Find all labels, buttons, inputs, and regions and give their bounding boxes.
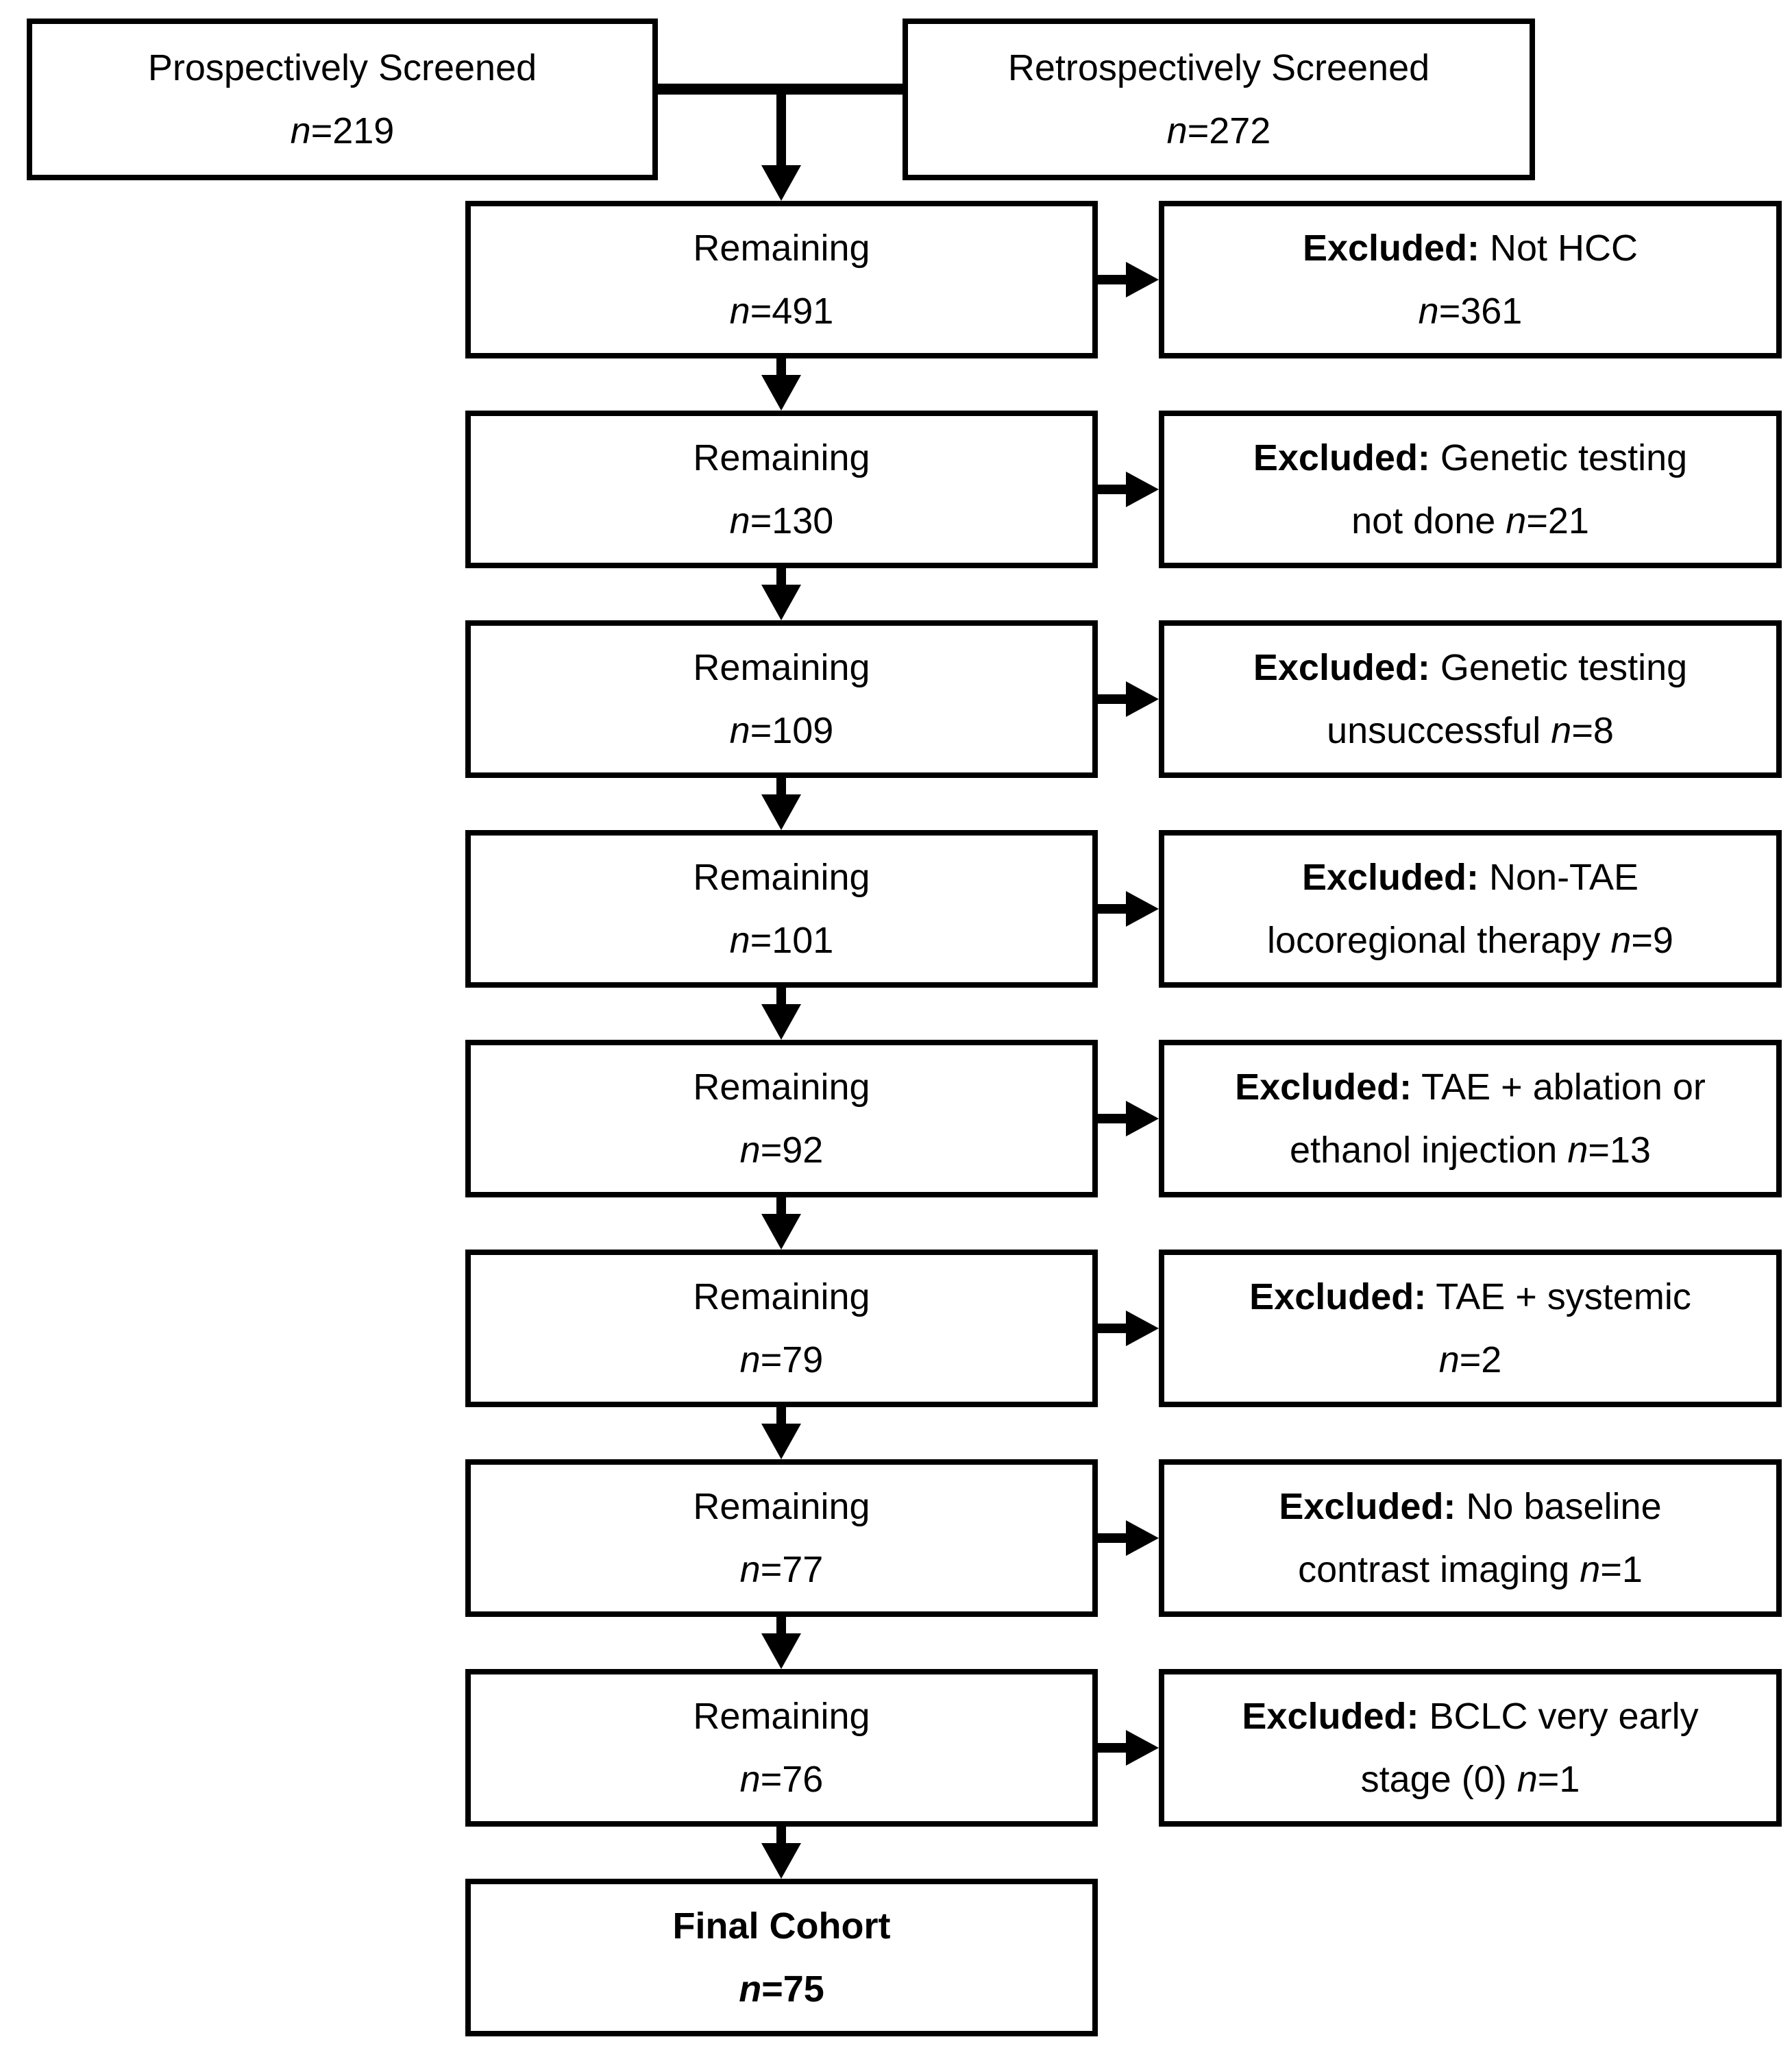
box-remaining-3: Remaining n=109 bbox=[465, 620, 1098, 778]
box-remaining-5: Remaining n=92 bbox=[465, 1040, 1098, 1197]
remaining-count: n=491 bbox=[729, 291, 834, 332]
remaining-count: n=130 bbox=[729, 500, 834, 541]
box-remaining-1: Remaining n=491 bbox=[465, 201, 1098, 358]
excluded-line1: Excluded: No baseline bbox=[1279, 1486, 1662, 1527]
exclude-arrow-right-icon bbox=[1098, 694, 1126, 704]
excluded-line1: Excluded: Genetic testing bbox=[1253, 647, 1688, 688]
box-remaining-2: Remaining n=130 bbox=[465, 411, 1098, 568]
box-prospectively-screened: Prospectively Screened n=219 bbox=[27, 19, 658, 180]
merge-down-arrow-icon bbox=[776, 89, 786, 165]
excluded-line1: Excluded: Non-TAE bbox=[1301, 857, 1639, 898]
remaining-label: Remaining bbox=[693, 857, 870, 898]
box-final-cohort: Final Cohort n=75 bbox=[465, 1879, 1098, 2036]
box-remaining-8: Remaining n=76 bbox=[465, 1669, 1098, 1827]
remaining-label: Remaining bbox=[693, 1486, 870, 1527]
remaining-count: n=76 bbox=[739, 1759, 824, 1800]
excluded-line2: n=361 bbox=[1418, 291, 1523, 332]
exclude-arrow-right-icon bbox=[1098, 485, 1126, 494]
remaining-label: Remaining bbox=[693, 437, 870, 478]
down-arrow-icon bbox=[776, 988, 786, 1004]
remaining-label: Remaining bbox=[693, 1067, 870, 1108]
excluded-line2: not done n=21 bbox=[1351, 500, 1589, 541]
excluded-line1: Excluded: TAE + systemic bbox=[1249, 1276, 1691, 1317]
box-label: Retrospectively Screened bbox=[1007, 47, 1430, 88]
exclude-arrow-right-icon bbox=[1098, 1114, 1126, 1123]
box-excluded-1: Excluded: Not HCC n=361 bbox=[1159, 201, 1782, 358]
excluded-line2: unsuccessful n=8 bbox=[1327, 710, 1614, 751]
down-arrow-icon bbox=[776, 778, 786, 794]
remaining-label: Remaining bbox=[693, 1696, 870, 1737]
box-excluded-8: Excluded: BCLC very early stage (0) n=1 bbox=[1159, 1669, 1782, 1827]
exclude-arrow-right-icon bbox=[1098, 1533, 1126, 1543]
remaining-label: Remaining bbox=[693, 228, 870, 269]
box-remaining-6: Remaining n=79 bbox=[465, 1250, 1098, 1407]
excluded-line1: Excluded: Not HCC bbox=[1302, 228, 1638, 269]
excluded-line2: stage (0) n=1 bbox=[1360, 1759, 1580, 1800]
remaining-count: n=77 bbox=[739, 1549, 824, 1590]
box-retrospectively-screened: Retrospectively Screened n=272 bbox=[903, 19, 1535, 180]
box-label: Prospectively Screened bbox=[147, 47, 537, 88]
exclude-arrow-right-icon bbox=[1098, 275, 1126, 284]
down-arrow-icon bbox=[776, 1197, 786, 1214]
down-arrow-icon bbox=[776, 358, 786, 375]
box-excluded-7: Excluded: No baseline contrast imaging n… bbox=[1159, 1459, 1782, 1617]
down-arrow-icon bbox=[776, 1827, 786, 1843]
remaining-count: n=92 bbox=[739, 1130, 824, 1171]
excluded-line1: Excluded: TAE + ablation or bbox=[1235, 1067, 1706, 1108]
exclude-arrow-right-icon bbox=[1098, 1743, 1126, 1753]
remaining-label: Remaining bbox=[693, 1276, 870, 1317]
down-arrow-icon bbox=[776, 568, 786, 585]
excluded-line2: n=2 bbox=[1438, 1339, 1502, 1380]
remaining-count: n=101 bbox=[729, 920, 834, 961]
excluded-line2: contrast imaging n=1 bbox=[1298, 1549, 1643, 1590]
remaining-count: n=79 bbox=[739, 1339, 824, 1380]
exclude-arrow-right-icon bbox=[1098, 1324, 1126, 1333]
box-count: n=272 bbox=[1166, 110, 1271, 151]
exclude-arrow-right-icon bbox=[1098, 904, 1126, 914]
final-cohort-count: n=75 bbox=[739, 1969, 824, 2010]
box-count: n=219 bbox=[290, 110, 395, 151]
box-excluded-3: Excluded: Genetic testing unsuccessful n… bbox=[1159, 620, 1782, 778]
excluded-line1: Excluded: BCLC very early bbox=[1242, 1696, 1699, 1737]
excluded-line1: Excluded: Genetic testing bbox=[1253, 437, 1688, 478]
box-excluded-5: Excluded: TAE + ablation or ethanol inje… bbox=[1159, 1040, 1782, 1197]
box-remaining-7: Remaining n=77 bbox=[465, 1459, 1098, 1617]
box-excluded-2: Excluded: Genetic testing not done n=21 bbox=[1159, 411, 1782, 568]
down-arrow-icon bbox=[776, 1407, 786, 1424]
remaining-count: n=109 bbox=[729, 710, 834, 751]
remaining-label: Remaining bbox=[693, 647, 870, 688]
down-arrow-icon bbox=[776, 1617, 786, 1633]
box-excluded-6: Excluded: TAE + systemic n=2 bbox=[1159, 1250, 1782, 1407]
excluded-line2: ethanol injection n=13 bbox=[1290, 1130, 1651, 1171]
box-excluded-4: Excluded: Non-TAE locoregional therapy n… bbox=[1159, 830, 1782, 988]
excluded-line2: locoregional therapy n=9 bbox=[1267, 920, 1673, 961]
final-cohort-label: Final Cohort bbox=[672, 1905, 891, 1947]
box-remaining-4: Remaining n=101 bbox=[465, 830, 1098, 988]
